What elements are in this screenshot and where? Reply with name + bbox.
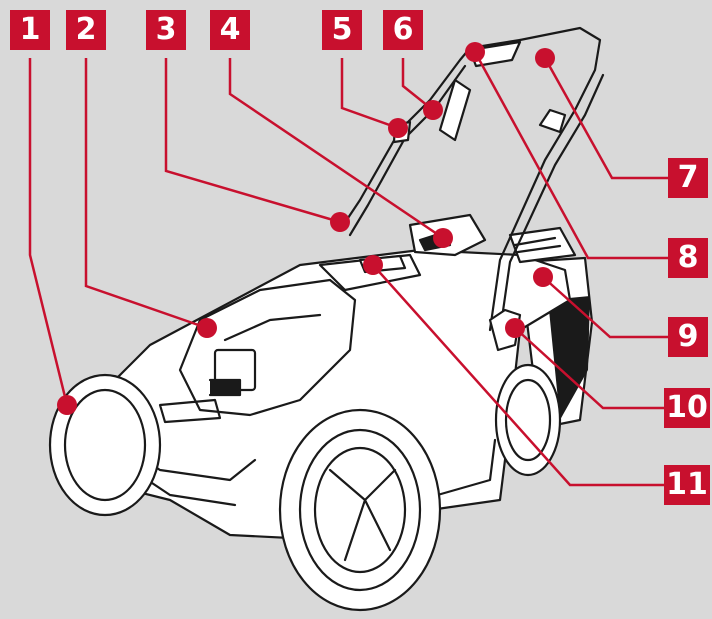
callout-dot-6 xyxy=(423,100,443,120)
label-badge-1: 1 xyxy=(10,10,50,50)
label-badge-10: 10 xyxy=(664,388,710,428)
callout-dot-2 xyxy=(197,318,217,338)
leader-line-2 xyxy=(84,58,208,330)
leader-line-4 xyxy=(228,58,444,240)
callout-dot-7 xyxy=(535,48,555,68)
callout-dot-3 xyxy=(330,212,350,232)
leader-line-6 xyxy=(401,58,434,111)
leader-line-8 xyxy=(473,51,668,260)
leader-line-5 xyxy=(340,58,399,130)
label-badge-8: 8 xyxy=(668,238,708,278)
callout-dot-8 xyxy=(465,42,485,62)
leader-line-7 xyxy=(543,57,668,180)
callout-dot-1 xyxy=(57,395,77,415)
leader-line-11 xyxy=(372,264,664,487)
handle-left xyxy=(338,46,472,232)
callout-dot-4 xyxy=(433,228,453,248)
label-badge-2: 2 xyxy=(66,10,106,50)
handle-right xyxy=(488,26,602,332)
callout-dot-11 xyxy=(363,255,383,275)
label-badge-3: 3 xyxy=(146,10,186,50)
leader-line-1 xyxy=(28,58,69,406)
leader-line-10 xyxy=(514,327,664,410)
leader-line-9 xyxy=(542,276,668,339)
label-badge-5: 5 xyxy=(322,10,362,50)
label-badge-4: 4 xyxy=(210,10,250,50)
callout-dot-5 xyxy=(388,118,408,138)
label-badge-6: 6 xyxy=(383,10,423,50)
label-badge-11: 11 xyxy=(664,465,710,505)
leader-line-3 xyxy=(164,58,341,224)
label-badge-7: 7 xyxy=(668,158,708,198)
callout-dot-9 xyxy=(533,267,553,287)
label-badge-9: 9 xyxy=(668,317,708,357)
callout-dot-10 xyxy=(505,318,525,338)
